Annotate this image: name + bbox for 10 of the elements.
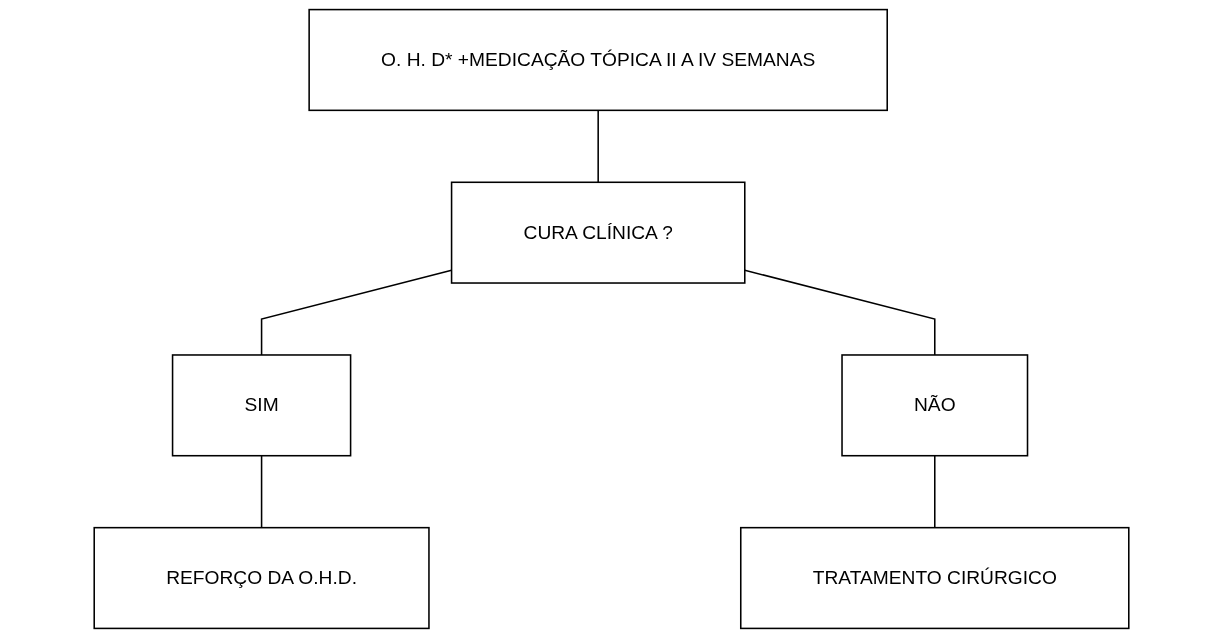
connector [597,109,599,184]
connector [744,269,936,356]
node-box: TRATAMENTO CIRÚRGICO [740,526,1130,630]
node-box: SIM [171,354,352,457]
node-box: REFORÇO DA O.H.D. [93,526,430,630]
connector [260,454,263,529]
node-box: CURA CLÍNICA ? [450,181,746,284]
node-box: O. H. D* +MEDICAÇÃO TÓPICA II A IV SEMANAS [308,8,888,112]
connector [934,454,936,529]
node-box: NÃO [841,354,1029,457]
